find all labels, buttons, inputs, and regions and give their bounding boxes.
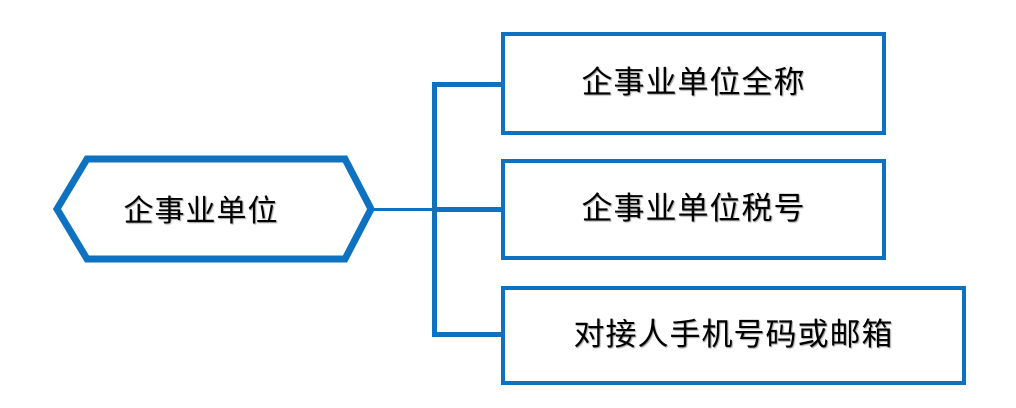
hexagon-shape (52, 155, 374, 263)
node-leaf-label: 企事业单位全称 (581, 65, 806, 101)
node-root-hexagon[interactable]: 企事业单位 (28, 155, 374, 263)
node-root-label: 企事业单位 (123, 194, 279, 229)
node-leaf-label: 对接人手机号码或邮箱 (573, 317, 894, 353)
node-leaf-company-full-name[interactable]: 企事业单位全称 (501, 32, 886, 135)
node-leaf-company-tax-id[interactable]: 企事业单位税号 (501, 159, 886, 260)
node-leaf-label: 企事业单位税号 (581, 191, 806, 227)
node-leaf-contact-phone-or-email[interactable]: 对接人手机号码或邮箱 (501, 286, 966, 385)
